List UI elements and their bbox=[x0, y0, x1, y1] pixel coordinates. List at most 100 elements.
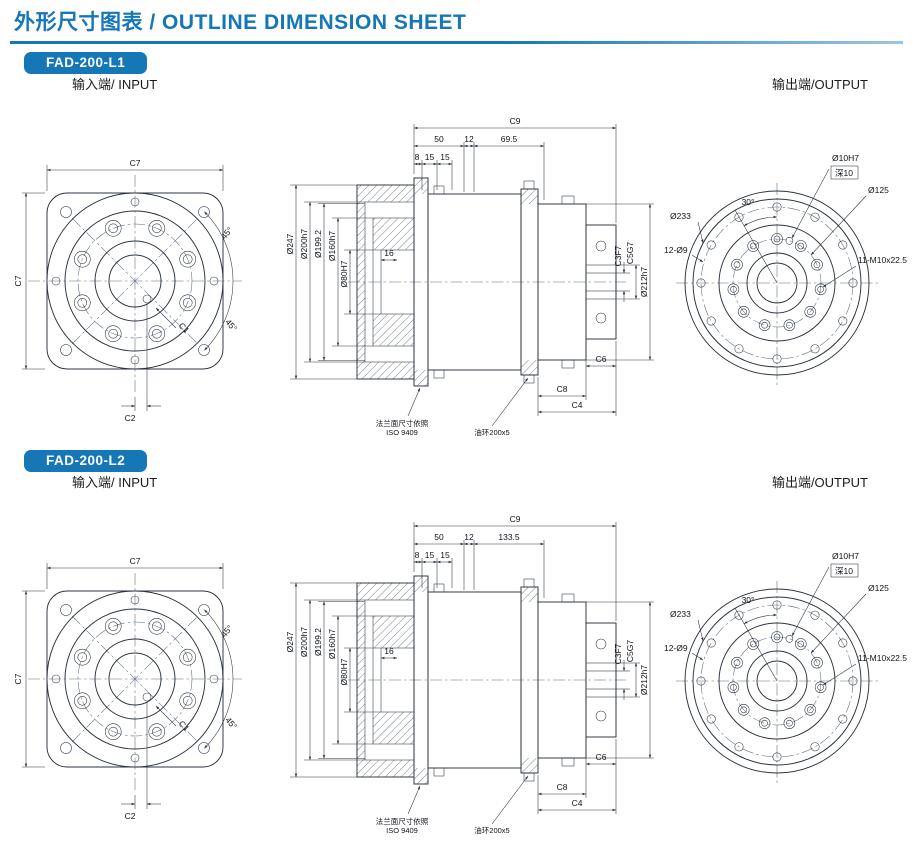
dim-label-c9: C9 bbox=[510, 116, 521, 126]
outer-bolt-holes bbox=[696, 202, 858, 364]
dim-label-dia160: Ø160h7 bbox=[327, 231, 337, 262]
dim-label-dia80: Ø80H7 bbox=[339, 658, 349, 685]
dim-label-c3: C3F7 bbox=[613, 643, 623, 664]
note-oring-label: 油环200x5 bbox=[474, 825, 509, 835]
dim-label-c1: C1 bbox=[177, 320, 192, 335]
dim-label-15a: 15 bbox=[425, 152, 435, 162]
note-oring: 油环200x5 bbox=[474, 775, 529, 835]
callout-depth10: 深10 bbox=[835, 168, 853, 178]
dim-label-c8: C8 bbox=[557, 384, 568, 394]
callout-holes12: 12-Ø9 bbox=[664, 245, 704, 263]
input-view-label: 输入端/ INPUT bbox=[72, 475, 158, 490]
dim-c2: C2 bbox=[121, 304, 161, 423]
output-view: 输出端/OUTPUT bbox=[662, 74, 913, 413]
callout-dowel: Ø10H7 深10 bbox=[791, 153, 859, 239]
dim-label-dia212: Ø212h7 bbox=[639, 665, 649, 696]
callout-dia233-label: Ø233 bbox=[670, 211, 691, 221]
callout-dia233: Ø233 bbox=[670, 609, 704, 642]
dim-45-bottom-right: 45° bbox=[204, 678, 239, 749]
callout-dia233-label: Ø233 bbox=[670, 609, 691, 619]
dim-label-c9: C9 bbox=[510, 514, 521, 524]
dim-30deg: 30° bbox=[734, 197, 778, 284]
output-view-label: 输出端/OUTPUT bbox=[771, 77, 868, 92]
dim-label-45-br: 45° bbox=[223, 317, 239, 333]
dim-right-side: C3F7 C5G7 Ø212h7 C6 bbox=[585, 203, 654, 370]
note-flange-line2: ISO 9409 bbox=[386, 826, 418, 835]
dim-label-dia212: Ø212h7 bbox=[639, 267, 649, 298]
input-view: 输入端/ INPUT bbox=[10, 74, 262, 433]
dim-c7-top: C7 bbox=[46, 158, 224, 191]
callout-dia125: Ø125 bbox=[810, 583, 889, 654]
dim-label-c1: C1 bbox=[177, 718, 192, 733]
dim-label-c5: C5G7 bbox=[625, 640, 635, 662]
dim-label-12: 12 bbox=[464, 134, 474, 144]
dim-label-50: 50 bbox=[434, 532, 444, 542]
dim-label-c7-top: C7 bbox=[130, 556, 141, 566]
dim-bottom: C8 C4 bbox=[537, 370, 617, 416]
dim-label-8: 8 bbox=[415, 550, 420, 560]
dim-c9: C9 bbox=[413, 514, 617, 621]
dim-label-c6: C6 bbox=[596, 752, 607, 762]
dim-label-12: 12 bbox=[464, 532, 474, 542]
dim-c2: C2 bbox=[121, 702, 161, 821]
outer-bolt-holes bbox=[696, 600, 858, 762]
input-view-drawing: C7 C7 45° 45° C1 bbox=[13, 158, 242, 423]
callout-dia233: Ø233 bbox=[670, 211, 704, 244]
dim-label-16: 16 bbox=[384, 646, 394, 656]
dowel-hole bbox=[785, 237, 794, 245]
output-view-drawing: 30° Ø10H7 深10 Ø125 Ø233 bbox=[664, 551, 907, 783]
dim-30deg: 30° bbox=[734, 595, 778, 682]
dim-label-c6: C6 bbox=[596, 354, 607, 364]
dimension-section: FAD-200-L1 输入端/ INPUT bbox=[10, 46, 907, 444]
rim-holes bbox=[51, 595, 219, 763]
model-badge: FAD-200-L2 bbox=[24, 450, 148, 472]
dim-label-dia200: Ø200h7 bbox=[299, 229, 309, 260]
dim-right-side: C3F7 C5G7 Ø212h7 C6 bbox=[585, 601, 654, 768]
tapped-holes bbox=[727, 233, 827, 331]
section-view: C9 50 12 133.5 8 15 bbox=[262, 472, 662, 842]
dim-label-8: 8 bbox=[415, 152, 420, 162]
callout-dia10: Ø10H7 bbox=[832, 551, 859, 561]
callout-dia125-label: Ø125 bbox=[868, 185, 889, 195]
section-view: C9 50 12 69.5 8 15 bbox=[262, 74, 662, 444]
callout-m10-label: 11-M10x22.5 bbox=[858, 255, 907, 265]
corner-holes bbox=[60, 206, 210, 356]
centerlines bbox=[28, 573, 242, 793]
centerlines bbox=[676, 183, 880, 385]
tapped-holes bbox=[727, 631, 827, 729]
input-view-label: 输入端/ INPUT bbox=[72, 77, 158, 92]
callout-m10: 11-M10x22.5 bbox=[822, 653, 907, 686]
dim-45-top-right: 45° bbox=[204, 211, 235, 282]
centerlines bbox=[28, 175, 242, 395]
note-flange: 法兰面尺寸依照 ISO 9409 bbox=[376, 785, 429, 835]
dim-label-45-tr: 45° bbox=[219, 225, 235, 241]
dim-45-top-right: 45° bbox=[204, 609, 235, 680]
dim-chain-top: 50 12 69.5 bbox=[413, 134, 545, 200]
dim-label-16: 16 bbox=[384, 248, 394, 258]
dim-label-c3: C3F7 bbox=[613, 245, 623, 266]
section-view-drawing: C9 50 12 133.5 8 15 bbox=[285, 514, 654, 835]
dim-label-mid: 133.5 bbox=[498, 532, 520, 542]
dim-label-c7-left: C7 bbox=[13, 673, 23, 684]
dim-c9: C9 bbox=[413, 116, 617, 223]
dim-chain-steps: 8 15 15 bbox=[413, 550, 453, 588]
centerlines bbox=[676, 581, 880, 783]
model-badge: FAD-200-L1 bbox=[24, 52, 148, 74]
dim-c7-top: C7 bbox=[46, 556, 224, 589]
callout-dia125: Ø125 bbox=[810, 185, 889, 256]
callout-dia125-label: Ø125 bbox=[868, 583, 889, 593]
dim-label-c2: C2 bbox=[125, 811, 136, 821]
dim-label-dia247: Ø247 bbox=[285, 631, 295, 652]
dim-label-c7-top: C7 bbox=[130, 158, 141, 168]
callout-m10-label: 11-M10x22.5 bbox=[858, 653, 907, 663]
output-view: 输出端/OUTPUT bbox=[662, 472, 913, 811]
dim-label-dia247: Ø247 bbox=[285, 233, 295, 254]
rim-holes bbox=[51, 197, 219, 365]
dim-16: 16 bbox=[380, 248, 398, 262]
callout-m10: 11-M10x22.5 bbox=[822, 255, 907, 288]
callout-holes12-label: 12-Ø9 bbox=[664, 245, 688, 255]
sections-container: FAD-200-L1 输入端/ INPUT bbox=[10, 46, 907, 842]
housing-profile bbox=[356, 177, 617, 387]
dim-bottom: C8 C4 bbox=[537, 768, 617, 814]
